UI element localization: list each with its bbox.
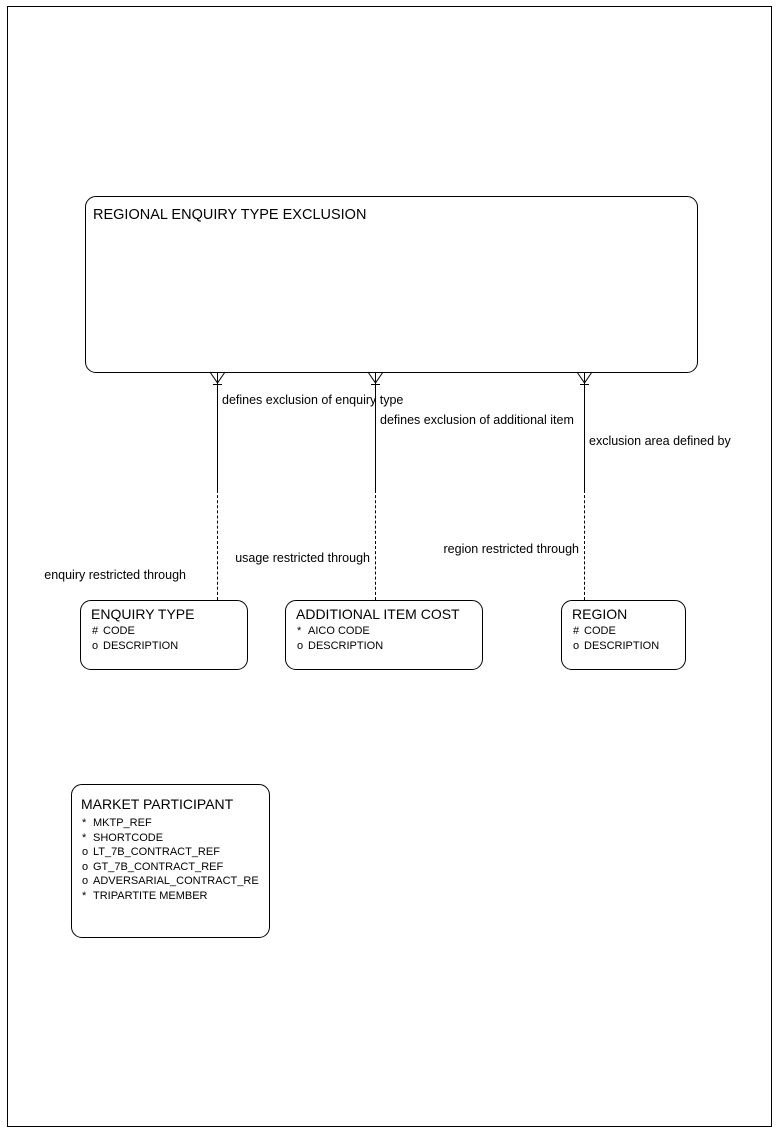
relationship-label-exclusion-area-parent: exclusion area defined by <box>589 434 731 448</box>
attribute-list: # CODE o DESCRIPTION <box>573 624 685 653</box>
relationship-label-usage-restricted-through: usage restricted through <box>235 551 370 565</box>
attribute-row: o LT_7B_CONTRACT_REF <box>82 845 269 860</box>
entity-title: REGION <box>572 606 628 622</box>
relationship-label-additional-item-parent: defines exclusion of additional item <box>380 413 574 427</box>
connector-line-additional-item-cost-solid <box>375 372 376 490</box>
entity-region[interactable]: REGION # CODE o DESCRIPTION <box>561 600 686 670</box>
connector-line-region-solid <box>584 372 585 490</box>
attribute-marker: * <box>82 831 87 844</box>
connector-line-enquiry-type-solid <box>217 372 218 490</box>
attribute-name: MKTP_REF <box>93 817 152 829</box>
attribute-name: GT_7B_CONTRACT_REF <box>93 860 224 873</box>
attribute-name: SHORTCODE <box>93 831 164 844</box>
attribute-row: # CODE <box>92 624 247 639</box>
attribute-name: TRIPARTITE MEMBER <box>93 889 208 902</box>
attribute-row: o GT_7B_CONTRACT_REF <box>82 860 269 875</box>
attribute-list: * AICO CODE o DESCRIPTION <box>297 624 482 653</box>
attribute-name: ADVERSARIAL_CONTRACT_RE <box>93 875 259 888</box>
connector-line-region-dashed <box>584 490 585 600</box>
attribute-marker: * <box>82 889 87 902</box>
attribute-marker: o <box>297 639 304 652</box>
attribute-row: o DESCRIPTION <box>573 639 685 654</box>
attribute-row: * AICO CODE <box>297 624 482 639</box>
attribute-row: * SHORTCODE <box>82 831 269 846</box>
entity-title: ENQUIRY TYPE <box>91 606 195 622</box>
entity-title: ADDITIONAL ITEM COST <box>296 606 460 622</box>
attribute-marker: o <box>82 860 89 873</box>
page-border <box>7 6 772 1127</box>
attribute-list: # CODE o DESCRIPTION <box>92 624 247 653</box>
entity-additional-item-cost[interactable]: ADDITIONAL ITEM COST * AICO CODE o DESCRIP… <box>285 600 483 670</box>
attribute-row: # CODE <box>573 624 685 639</box>
attribute-name: CODE <box>584 625 616 637</box>
attribute-marker: o <box>82 875 89 888</box>
attribute-marker: o <box>82 846 89 859</box>
attribute-marker: o <box>573 639 580 652</box>
attribute-name: AICO CODE <box>308 625 370 637</box>
attribute-name: DESCRIPTION <box>103 639 179 652</box>
attribute-row: * MKTP_REF <box>82 816 269 831</box>
attribute-name: DESCRIPTION <box>308 639 384 652</box>
entity-market-participant[interactable]: MARKET PARTICIPANT * MKTP_REF * SHORTCODE … <box>71 784 270 938</box>
attribute-marker: # <box>92 625 99 637</box>
attribute-marker: o <box>92 639 99 652</box>
connector-line-additional-item-cost-dashed <box>375 490 376 600</box>
relationship-label-region-restricted-through: region restricted through <box>443 542 580 556</box>
attribute-name: DESCRIPTION <box>584 639 660 652</box>
entity-title: MARKET PARTICIPANT <box>81 796 234 812</box>
attribute-row: * TRIPARTITE MEMBER <box>82 889 269 904</box>
entity-regional-enquiry-type-exclusion[interactable]: REGIONAL ENQUIRY TYPE EXCLUSION <box>85 196 698 373</box>
attribute-name: CODE <box>103 625 135 637</box>
attribute-row: o DESCRIPTION <box>92 639 247 654</box>
attribute-marker: * <box>297 625 302 637</box>
attribute-list: * MKTP_REF * SHORTCODE o LT_7B_CONTRACT_REF… <box>82 816 269 904</box>
attribute-name: LT_7B_CONTRACT_REF <box>93 846 220 859</box>
attribute-row: o ADVERSARIAL_CONTRACT_RE <box>82 874 269 889</box>
attribute-marker: # <box>573 625 580 637</box>
connector-line-enquiry-type-dashed <box>217 490 218 600</box>
relationship-label-enquiry-type-parent: defines exclusion of enquiry type <box>222 393 404 407</box>
relationship-label-enquiry-restricted-through: enquiry restricted through <box>44 568 186 582</box>
attribute-row: o DESCRIPTION <box>297 639 482 654</box>
entity-title: REGIONAL ENQUIRY TYPE EXCLUSION <box>93 207 367 223</box>
attribute-marker: * <box>82 817 87 829</box>
entity-enquiry-type[interactable]: ENQUIRY TYPE # CODE o DESCRIPTION <box>80 600 248 670</box>
